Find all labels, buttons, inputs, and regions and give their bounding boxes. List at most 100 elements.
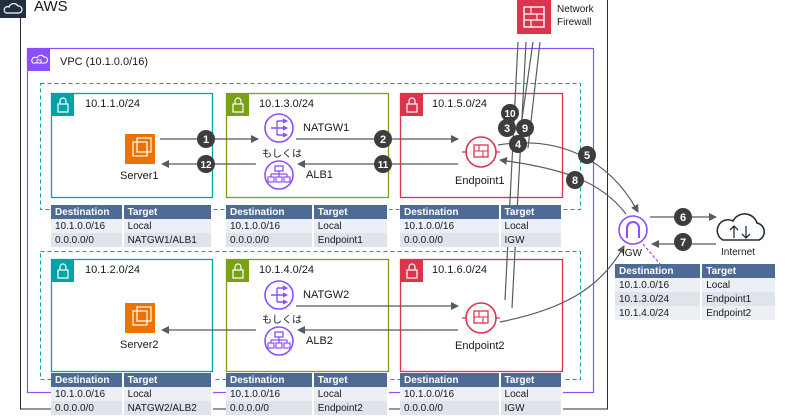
route-destination: 10.1.0.0/16 <box>51 219 124 233</box>
route-destination: 0.0.0.0/0 <box>400 233 501 247</box>
step-badge <box>501 104 519 122</box>
route-destination: 0.0.0.0/0 <box>400 401 501 415</box>
step-badge <box>374 155 392 173</box>
igw-route-table-link <box>642 243 661 265</box>
step-number: 3 <box>504 123 510 135</box>
column-header: Target <box>312 373 390 387</box>
route-destination: 10.1.0.0/16 <box>226 387 314 401</box>
lock-icon <box>227 94 249 116</box>
server1-label: Server1 <box>120 170 159 182</box>
column-header: Target <box>701 264 777 278</box>
alb1-label: ALB1 <box>306 169 333 181</box>
column-header: Destination <box>226 373 314 387</box>
route-destination: 0.0.0.0/0 <box>51 233 124 247</box>
route-target: NATGW1/ALB1 <box>122 233 214 247</box>
column-header: Destination <box>51 205 124 219</box>
route-destination: 10.1.0.0/16 <box>226 219 314 233</box>
network-firewall-icon <box>517 0 551 34</box>
lock-icon <box>227 260 249 282</box>
subnet-cidr-label: 10.1.3.0/24 <box>259 98 315 110</box>
column-header: Destination <box>615 264 703 278</box>
step-number: 7 <box>680 237 686 249</box>
subnet-6 <box>399 258 564 373</box>
subnet-cidr-label: 10.1.4.0/24 <box>259 264 315 276</box>
step-number: 8 <box>572 175 578 187</box>
lock-icon <box>52 260 74 282</box>
column-header: Target <box>499 205 564 219</box>
or-label: もしくは <box>262 315 302 326</box>
step-number: 2 <box>380 134 386 146</box>
route-target: NATGW2/ALB2 <box>122 401 214 415</box>
route-target: IGW <box>499 233 564 247</box>
route-target: Local <box>312 387 390 401</box>
ec2-instance-icon <box>125 134 155 164</box>
route-target: Local <box>701 278 777 292</box>
step-badge <box>516 119 534 137</box>
step-badge <box>374 130 392 148</box>
subnet-2 <box>50 258 214 373</box>
step-number: 11 <box>378 160 389 171</box>
firewall-endpoint-icon <box>462 302 500 334</box>
lock-icon <box>401 260 423 282</box>
route-target: Endpoint2 <box>701 306 777 320</box>
route-destination: 10.1.0.0/16 <box>400 219 501 233</box>
vpc-label: VPC (10.1.0.0/16) <box>60 56 149 68</box>
endpoint2-label: Endpoint2 <box>455 340 505 352</box>
step-badge <box>674 208 692 226</box>
lock-icon <box>401 94 423 116</box>
route-destination: 10.1.0.0/16 <box>51 387 124 401</box>
firewall-endpoint-icon <box>462 136 500 168</box>
route-destination: 0.0.0.0/0 <box>51 401 124 415</box>
route-target: Endpoint2 <box>312 401 390 415</box>
route-target: Endpoint1 <box>312 233 390 247</box>
endpoint1-label: Endpoint1 <box>455 175 505 187</box>
load-balancer-icon <box>264 160 294 190</box>
natgw2-label: NATGW2 <box>303 289 350 301</box>
step-number: 6 <box>680 212 686 224</box>
subnet-cidr-label: 10.1.5.0/24 <box>432 98 488 110</box>
internet-cloud-icon <box>716 213 765 241</box>
route-target: Local <box>122 219 214 233</box>
step-badge <box>498 119 516 137</box>
step-number: 1 <box>203 134 209 146</box>
step-number: 4 <box>515 139 522 151</box>
column-header: Destination <box>400 205 501 219</box>
subnet-1 <box>50 92 214 199</box>
route-target: Endpoint1 <box>701 292 777 306</box>
column-header: Destination <box>226 205 314 219</box>
ec2-instance-icon <box>125 303 155 333</box>
subnet-cidr-label: 10.1.1.0/24 <box>85 98 141 110</box>
subnet-4 <box>225 258 390 373</box>
igw-label: IGW <box>622 248 642 259</box>
step-badge <box>197 155 215 173</box>
nat-gateway-icon <box>264 113 294 143</box>
or-label: もしくは <box>262 149 302 160</box>
server2-label: Server2 <box>120 339 159 351</box>
subnet-cidr-label: 10.1.6.0/24 <box>432 264 488 276</box>
internet-gateway-icon <box>618 215 648 245</box>
step-badge <box>578 146 596 164</box>
route-destination: 0.0.0.0/0 <box>226 401 314 415</box>
alb2-label: ALB2 <box>306 335 333 347</box>
route-destination: 10.1.4.0/24 <box>615 306 703 320</box>
network-firewall-label-line1: Network <box>557 4 594 15</box>
step-badge <box>674 233 692 251</box>
step-number: 9 <box>522 123 528 135</box>
aws-cloud-icon <box>0 0 26 18</box>
column-header: Target <box>499 373 564 387</box>
availability-zone-1 <box>40 83 581 210</box>
natgw1-label: NATGW1 <box>303 122 350 134</box>
route-target: Local <box>499 219 564 233</box>
step-badge <box>509 135 527 153</box>
step-number: 10 <box>504 109 516 120</box>
column-header: Target <box>122 373 214 387</box>
route-destination: 10.1.3.0/24 <box>615 292 703 306</box>
route-target: IGW <box>499 401 564 415</box>
step-badge <box>566 171 584 189</box>
